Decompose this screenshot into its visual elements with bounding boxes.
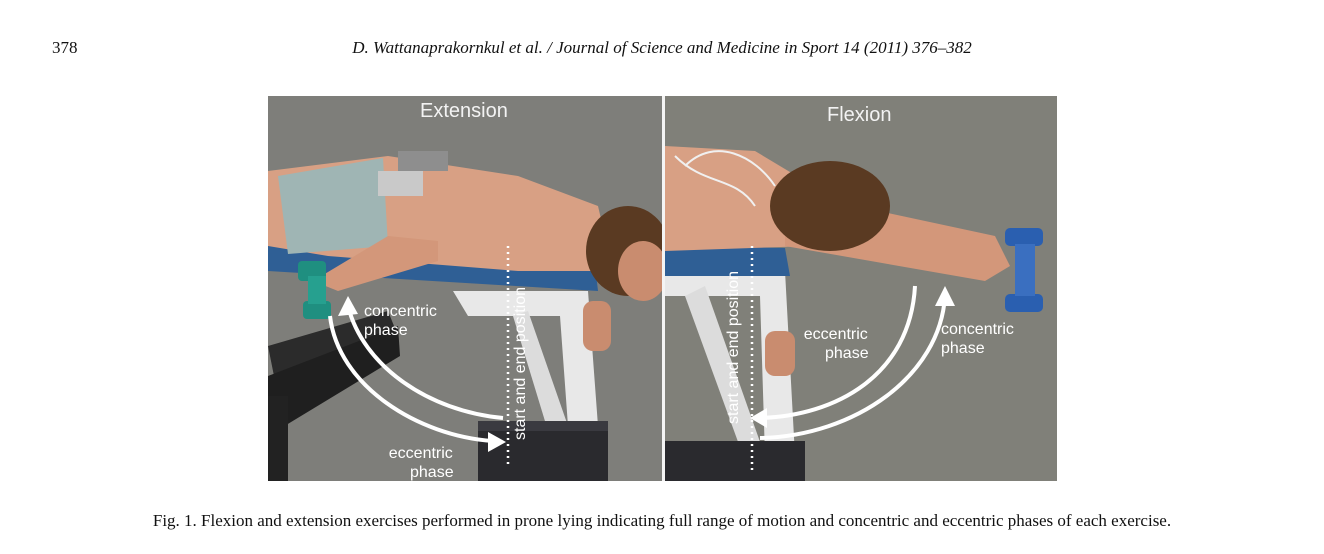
figure-caption: Fig. 1. Flexion and extension exercises … (152, 511, 1172, 530)
extension-panel: Extension concentric phase eccentric pha… (268, 96, 662, 481)
extension-eccentric-label: eccentric phase (388, 445, 454, 481)
flexion-start-end-label: start and end position (725, 271, 742, 424)
running-header: D. Wattanaprakornkul et al. / Journal of… (352, 38, 972, 57)
page-number: 378 (52, 38, 78, 57)
extension-start-end-label: start and end position (512, 287, 529, 440)
figure-photo: Extension concentric phase eccentric pha… (268, 96, 1057, 481)
extension-concentric-label: concentric phase (364, 303, 437, 339)
flexion-title: Flexion (827, 104, 892, 126)
flexion-concentric-label: concentric phase (941, 321, 1014, 357)
flexion-photo (665, 146, 1043, 481)
extension-title: Extension (420, 100, 508, 122)
extension-photo (268, 151, 662, 481)
flexion-panel: Flexion eccentric phase concentric phase… (665, 96, 1057, 481)
panel-divider (662, 96, 665, 481)
flexion-eccentric-label: eccentric phase (803, 326, 869, 362)
